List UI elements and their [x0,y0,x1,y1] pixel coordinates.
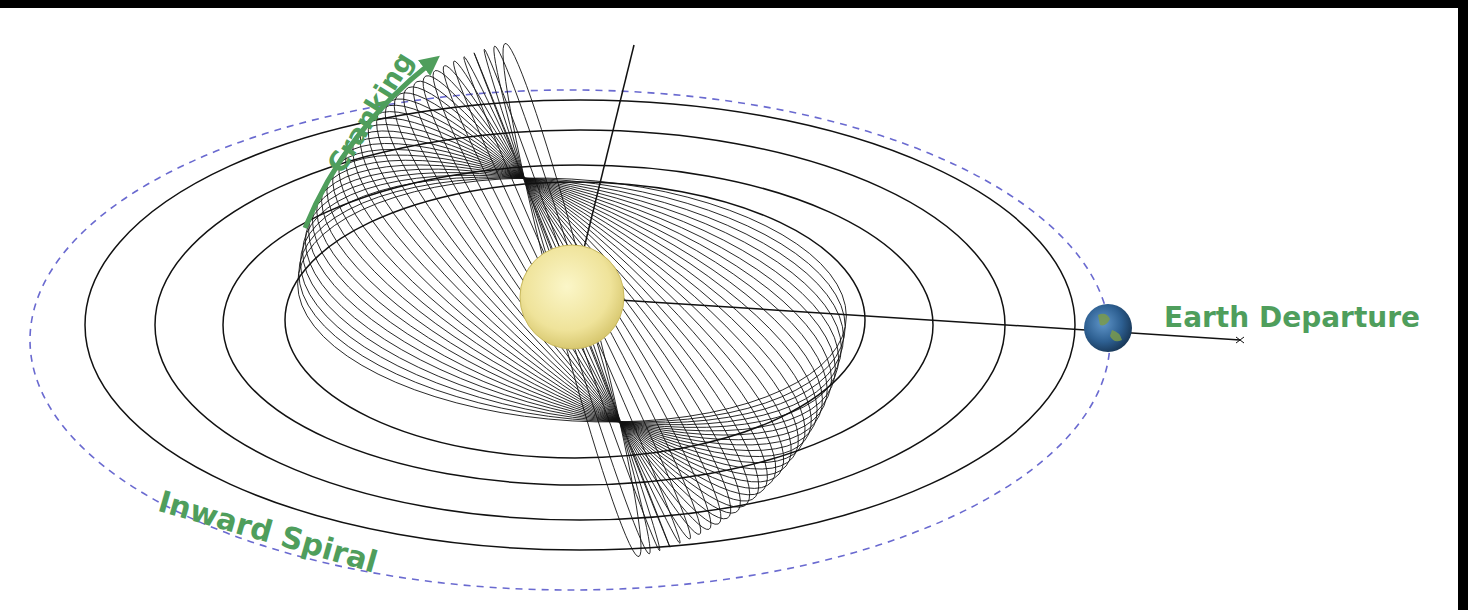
sun [520,245,624,349]
cranking-orbit [353,125,791,476]
line-end-mark [1236,337,1244,343]
cranking-orbit [303,175,842,424]
cranking-orbit [464,57,680,544]
cranking-orbit [423,76,721,524]
cranking-orbit [413,81,730,519]
cranking-orbit [394,93,749,507]
earth [1084,304,1132,352]
top-bar [0,0,1468,8]
cranking-orbit [484,49,660,550]
cranking-arrow [305,62,432,228]
cranking-orbit [305,173,838,428]
cranking-orbit [360,118,783,482]
earth-land [1098,314,1122,342]
place-label: Earth Departure [1164,304,1420,332]
cranking-orbits [298,44,847,557]
cranking-orbit [339,137,805,462]
cranking-orbit [300,177,843,423]
cranking-orbit [503,44,641,557]
right-bar [1458,0,1468,610]
cranking-orbit [327,149,817,450]
cranking-orbit [368,112,775,489]
earth-sun-line [572,297,1240,340]
cranking-orbit [299,178,845,422]
cranking-orbit [474,53,670,547]
cranking-orbit [346,131,798,469]
cranking-orbit [404,87,741,513]
cranking-orbit [317,160,827,440]
cranking-orbit [443,66,700,535]
inward-spiral-path [30,90,1110,590]
cranking-orbit [385,99,758,501]
ecliptic-orbits [85,100,1075,550]
cranking-orbit [454,61,691,539]
cranking-orbit [377,105,768,495]
cranking-orbit [433,71,711,530]
